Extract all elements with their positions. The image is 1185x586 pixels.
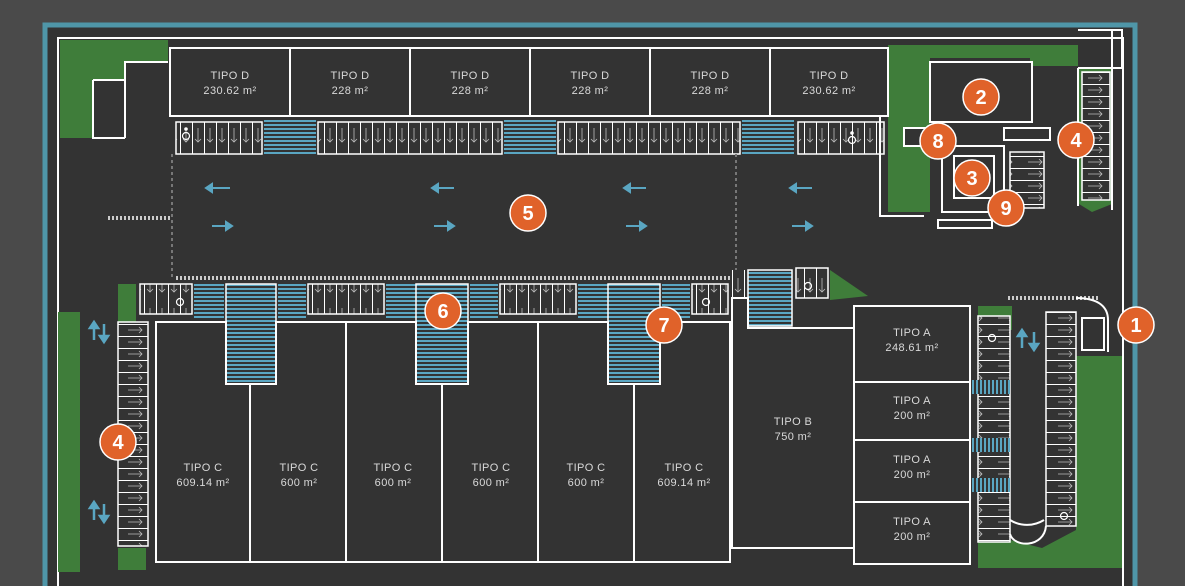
marker-8[interactable]: 8 xyxy=(919,122,957,160)
lot-d4-type: TIPO D xyxy=(570,70,609,82)
lot-b1-type: TIPO B xyxy=(774,416,812,428)
wheelchair-icon xyxy=(175,281,813,307)
lot-d2[interactable] xyxy=(289,47,411,117)
svg-text:4: 4 xyxy=(112,432,124,454)
arrow-icon xyxy=(212,220,234,232)
direction-arrows xyxy=(204,182,814,232)
arrow-icon xyxy=(626,220,648,232)
wheelchair-icon xyxy=(181,127,857,145)
lot-c2-area: 600 m² xyxy=(281,477,318,489)
arrow-icon xyxy=(87,499,111,525)
location-markers: 1 2 3 4 4 5 6 7 8 9 xyxy=(99,78,1155,461)
marker-2[interactable]: 2 xyxy=(962,78,1000,116)
lot-d3[interactable] xyxy=(409,47,531,117)
access-structure xyxy=(92,61,168,139)
parking-stalls xyxy=(317,121,503,155)
lot-d4-area: 228 m² xyxy=(572,85,609,97)
svg-text:8: 8 xyxy=(932,131,943,153)
arrow-icon xyxy=(87,319,111,345)
lot-d1[interactable] xyxy=(169,47,291,117)
lot-c1-type: TIPO C xyxy=(183,462,222,474)
crosswalk xyxy=(504,120,556,154)
lot-a4-area: 200 m² xyxy=(894,531,931,543)
lot-d1-type: TIPO D xyxy=(210,70,249,82)
crosswalk xyxy=(225,283,277,385)
lot-a4-type: TIPO A xyxy=(893,516,931,528)
lot-a2-type: TIPO A xyxy=(893,395,931,407)
lot-d2-area: 228 m² xyxy=(332,85,369,97)
arrow-icon xyxy=(788,182,812,194)
lot-a1-area: 248.61 m² xyxy=(885,342,938,354)
marker-1[interactable]: 1 xyxy=(1117,306,1155,344)
arrow-icon xyxy=(430,182,454,194)
lot-c3-type: TIPO C xyxy=(373,462,412,474)
crosswalk xyxy=(264,120,316,154)
arrow-icon xyxy=(622,182,646,194)
marker-4-right[interactable]: 4 xyxy=(1057,121,1095,159)
parking-stalls xyxy=(175,121,263,155)
marker-6[interactable]: 6 xyxy=(424,292,462,330)
lot-c3-area: 600 m² xyxy=(375,477,412,489)
lot-a2-area: 200 m² xyxy=(894,410,931,422)
lot-a3[interactable] xyxy=(853,439,971,503)
lot-b1-area: 750 m² xyxy=(775,431,812,443)
lot-a3-area: 200 m² xyxy=(894,469,931,481)
lot-c4-area: 600 m² xyxy=(473,477,510,489)
right-parking xyxy=(972,311,1077,545)
arrow-icon xyxy=(434,220,456,232)
crosswalk xyxy=(742,120,794,154)
svg-text:7: 7 xyxy=(658,315,669,337)
lot-c6-type: TIPO C xyxy=(664,462,703,474)
svg-text:5: 5 xyxy=(522,203,533,225)
marker-9[interactable]: 9 xyxy=(987,189,1025,227)
lot-d3-area: 228 m² xyxy=(452,85,489,97)
svg-text:1: 1 xyxy=(1130,315,1141,337)
lot-d5-area: 228 m² xyxy=(692,85,729,97)
marker-3[interactable]: 3 xyxy=(953,159,991,197)
lot-c1-area: 609.14 m² xyxy=(176,477,229,489)
lot-d6-area: 230.62 m² xyxy=(802,85,855,97)
svg-text:4: 4 xyxy=(1070,130,1082,152)
tipo-d-row: TIPO D 230.62 m² TIPO D 228 m² TIPO D 22… xyxy=(169,47,889,117)
lot-d5-type: TIPO D xyxy=(690,70,729,82)
marker-7[interactable]: 7 xyxy=(645,306,683,344)
lot-a4[interactable] xyxy=(853,501,971,565)
lot-d2-type: TIPO D xyxy=(330,70,369,82)
lot-d3-type: TIPO D xyxy=(450,70,489,82)
lot-d4[interactable] xyxy=(529,47,651,117)
tipo-c-row: TIPO C 609.14 m² TIPO C 600 m² TIPO C 60… xyxy=(155,321,731,563)
svg-text:9: 9 xyxy=(1000,198,1011,220)
lot-d1-area: 230.62 m² xyxy=(203,85,256,97)
svg-text:3: 3 xyxy=(966,168,977,190)
lot-a3-type: TIPO A xyxy=(893,454,931,466)
crosswalk xyxy=(747,269,793,327)
lot-d6-type: TIPO D xyxy=(809,70,848,82)
wheelchair-icon xyxy=(987,333,1069,521)
lot-c4-type: TIPO C xyxy=(471,462,510,474)
arrow-icon xyxy=(1015,327,1041,353)
top-parking-strip xyxy=(175,120,885,155)
svg-text:6: 6 xyxy=(437,301,448,323)
lot-c6-area: 609.14 m² xyxy=(657,477,710,489)
lot-c5-area: 600 m² xyxy=(568,477,605,489)
direction-arrows xyxy=(87,319,1041,525)
parking-stalls xyxy=(557,121,741,155)
lot-d5[interactable] xyxy=(649,47,771,117)
arrow-icon xyxy=(204,182,230,194)
lot-d6[interactable] xyxy=(769,47,889,117)
svg-text:2: 2 xyxy=(975,87,986,109)
lot-a1-type: TIPO A xyxy=(893,327,931,339)
tipo-a-column: TIPO A 248.61 m² TIPO A 200 m² TIPO A 20… xyxy=(853,305,971,565)
lot-c2-type: TIPO C xyxy=(279,462,318,474)
lot-c5-type: TIPO C xyxy=(566,462,605,474)
marker-5[interactable]: 5 xyxy=(509,194,547,232)
arrow-icon xyxy=(792,220,814,232)
lot-c6[interactable] xyxy=(633,321,731,563)
main-road xyxy=(108,154,1098,300)
parking-stalls xyxy=(797,121,885,155)
lot-a1[interactable] xyxy=(853,305,971,383)
marker-4-left[interactable]: 4 xyxy=(99,423,137,461)
